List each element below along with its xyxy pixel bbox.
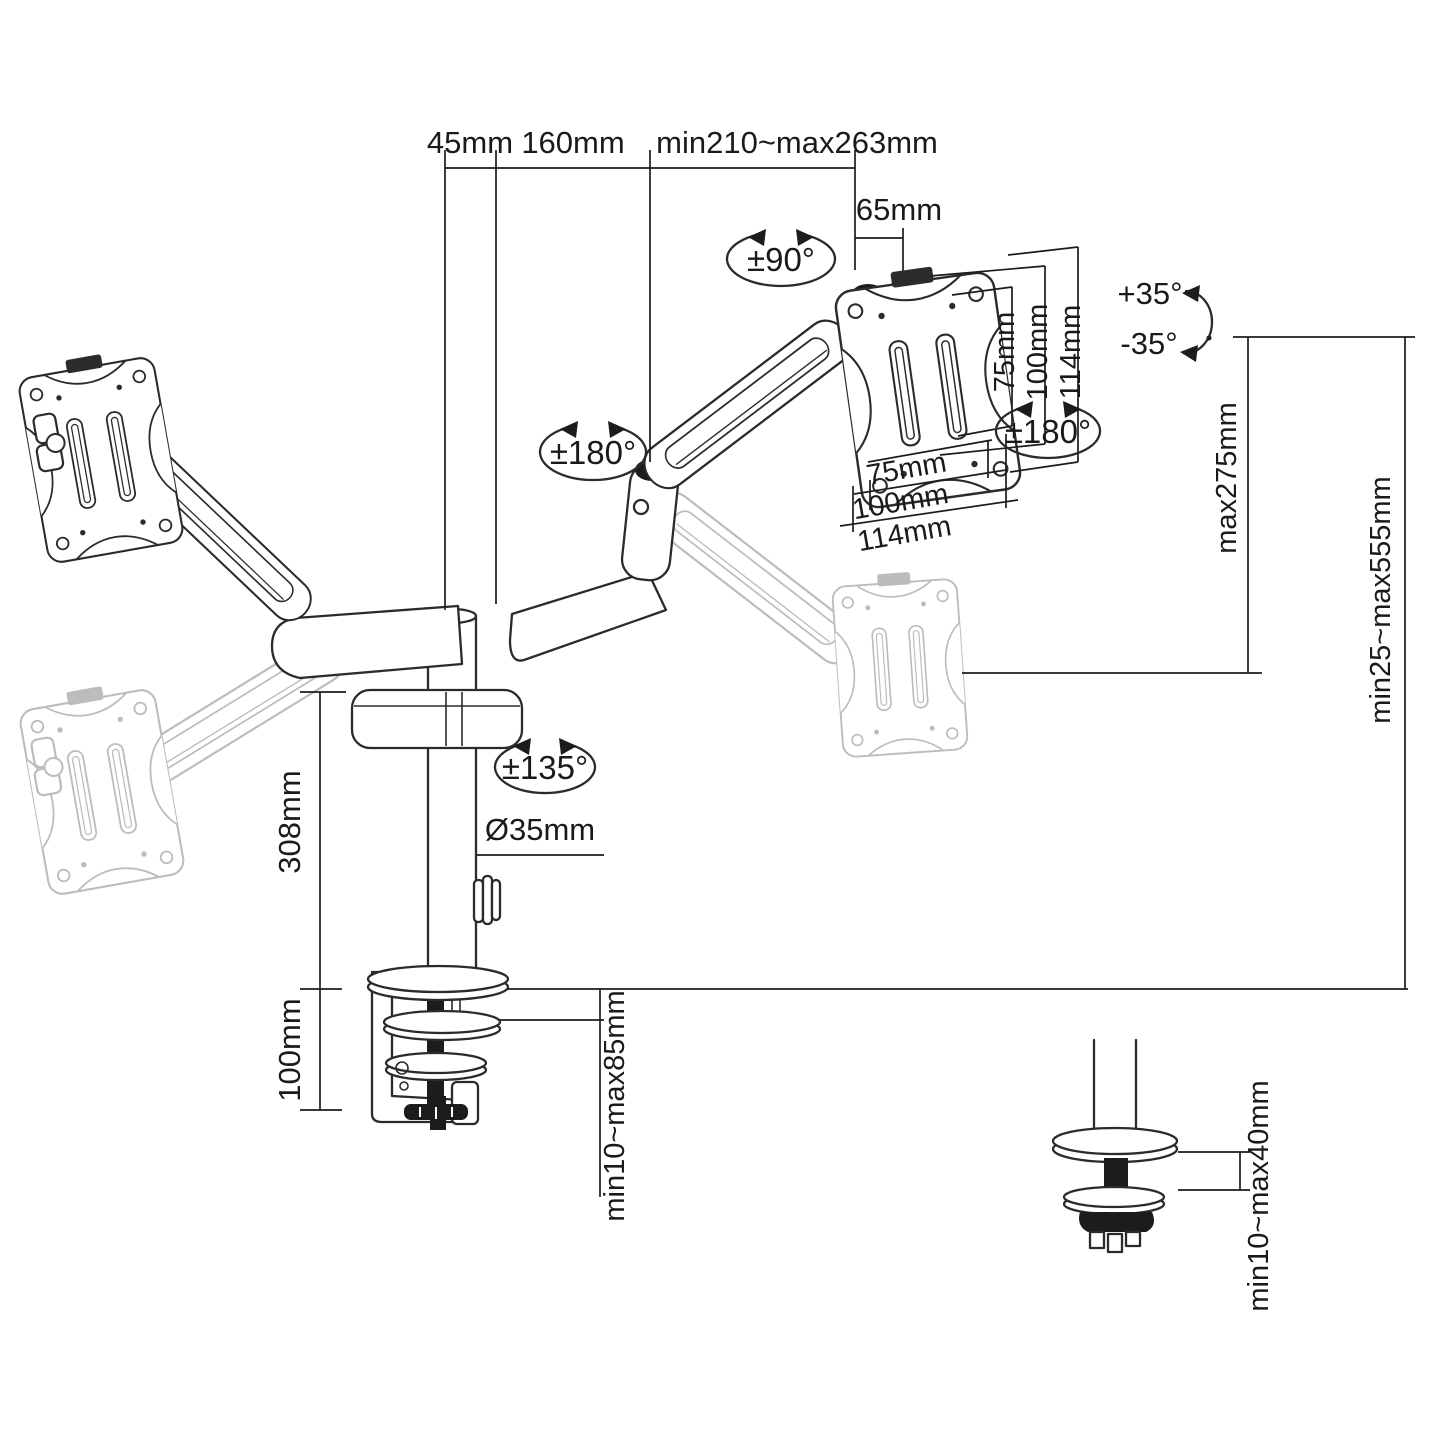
dim-vesa-side-114: 114mm — [1055, 305, 1087, 400]
tilt-arrow-icon — [1180, 285, 1214, 362]
base-135-arrow-icon — [493, 738, 597, 795]
grommet-lower-plate — [1062, 1185, 1166, 1209]
ghost-right-arm-lowered — [641, 483, 970, 759]
dim-vesa-side-100: 100mm — [1022, 304, 1054, 401]
elbow-180-arrow-icon — [538, 421, 648, 482]
desk-clamp — [366, 964, 510, 1130]
dimension-lines-front — [444, 150, 1079, 610]
dim-height-range: min25~max555mm — [1365, 476, 1397, 723]
grommet-top-flange — [1051, 1126, 1179, 1156]
dim-head-offset: 65mm — [856, 192, 942, 227]
grommet-wing-nut — [1079, 1212, 1154, 1254]
dimension-labels: 45mm 160mm min210~max263mm 65mm 75mm 100… — [272, 125, 1397, 1312]
angle-elbow-rotation: ±180° — [550, 434, 636, 471]
angle-swivel-top: ±90° — [747, 241, 815, 278]
head-180-arrow-icon — [994, 401, 1102, 460]
left-vesa-plate — [14, 344, 186, 566]
dim-pole-offset: 45mm — [427, 125, 513, 160]
dim-vesa-side-75: 75mm — [989, 312, 1021, 393]
right-lower-link — [508, 570, 668, 662]
ghost-right-vesa-plate — [830, 567, 970, 759]
pole-hub-collar — [350, 688, 524, 750]
dim-clamp-depth: 100mm — [272, 998, 307, 1101]
ghost-left-arm-lowered — [15, 630, 354, 898]
swivel-90-arrow-icon — [725, 229, 837, 288]
grommet-mount-detail — [1051, 1038, 1179, 1254]
rotation-indicators — [493, 229, 1214, 795]
dim-arm-reach: min210~max263mm — [656, 125, 938, 160]
angle-labels: ±90° ±180° ±180° ±135° +35° -35° — [502, 241, 1183, 786]
pole-knob — [472, 874, 502, 926]
dim-clamp-desk-thickness: min10~max85mm — [599, 990, 631, 1221]
dim-grommet-desk-thickness: min10~max40mm — [1243, 1080, 1275, 1311]
angle-base-rotation: ±135° — [502, 749, 588, 786]
dim-pole-height: 308mm — [272, 770, 307, 873]
angle-tilt-down: -35° — [1120, 326, 1177, 361]
angle-head-rotation: ±180° — [1005, 413, 1091, 450]
dim-pole-diameter: Ø35mm — [485, 812, 595, 847]
angle-tilt-up: +35° — [1118, 276, 1183, 311]
dim-arm-link: 160mm — [521, 125, 624, 160]
dimension-lines-behind — [300, 228, 1415, 1197]
clamp-screw-handle — [404, 1096, 468, 1130]
dim-lift-range: max275mm — [1211, 402, 1243, 554]
